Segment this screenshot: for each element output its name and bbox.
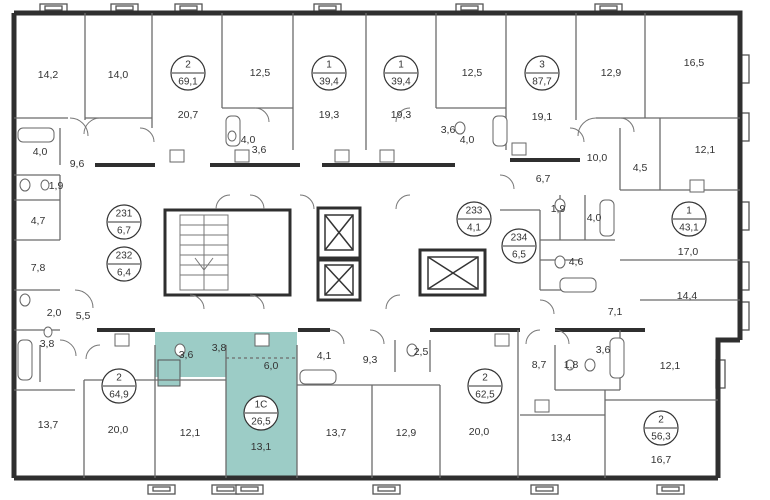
room-area: 12,5 bbox=[462, 67, 483, 79]
room-area: 4,0 bbox=[460, 134, 475, 146]
corridor-walls bbox=[95, 158, 645, 332]
room-area: 20,0 bbox=[108, 424, 129, 436]
room-area: 16,5 bbox=[684, 57, 705, 69]
room-area: 4,7 bbox=[31, 215, 46, 227]
room-area: 3,6 bbox=[252, 144, 267, 156]
room-area: 12,5 bbox=[250, 67, 271, 79]
room-area-labels: 14,2 14,0 20,7 12,5 19,3 19,3 12,5 19,1 … bbox=[31, 57, 716, 466]
room-area: 13,1 bbox=[251, 441, 272, 453]
room-area: 2,5 bbox=[414, 346, 429, 358]
room-area: 3,6 bbox=[179, 349, 194, 361]
room-area: 19,3 bbox=[319, 109, 340, 121]
room-area: 3,6 bbox=[441, 124, 456, 136]
fixture-icons bbox=[19, 121, 705, 413]
room-area: 12,1 bbox=[695, 144, 716, 156]
storage-area: 4,1 bbox=[467, 223, 481, 234]
room-area: 1,9 bbox=[49, 180, 64, 192]
room-area: 6,7 bbox=[536, 173, 551, 185]
room-area: 12,9 bbox=[601, 67, 622, 79]
interior-walls bbox=[14, 13, 740, 478]
room-area: 4,0 bbox=[33, 146, 48, 158]
apartment-area: 56,3 bbox=[651, 432, 671, 443]
room-area: 13,4 bbox=[551, 432, 572, 444]
room-area: 9,6 bbox=[70, 158, 85, 170]
apartment-badge-dividers bbox=[103, 72, 705, 429]
room-area: 3,8 bbox=[40, 338, 55, 350]
apartment-area: 39,4 bbox=[319, 77, 339, 88]
room-area: 19,1 bbox=[532, 111, 553, 123]
room-area: 4,1 bbox=[317, 350, 332, 362]
room-area: 12,9 bbox=[396, 427, 417, 439]
room-area: 3,8 bbox=[212, 342, 227, 354]
apartment-area: 64,9 bbox=[109, 390, 129, 401]
apartment-code: 2 bbox=[658, 415, 664, 426]
apartment-code: 1 bbox=[326, 60, 332, 71]
room-area: 1,9 bbox=[551, 203, 566, 215]
room-area: 1,8 bbox=[564, 359, 579, 371]
exterior-walls bbox=[11, 10, 743, 481]
room-area: 12,1 bbox=[180, 427, 201, 439]
room-area: 14,2 bbox=[38, 69, 59, 81]
stairwell bbox=[179, 214, 229, 291]
storage-code: 232 bbox=[116, 251, 133, 262]
room-area: 7,1 bbox=[608, 306, 623, 318]
room-area: 16,7 bbox=[651, 454, 672, 466]
door-swings bbox=[59, 107, 635, 360]
storage-area: 6,5 bbox=[512, 250, 526, 261]
apartment-code: 1С bbox=[255, 400, 268, 411]
storage-area: 6,4 bbox=[117, 268, 131, 279]
room-area: 17,0 bbox=[678, 246, 699, 258]
room-area: 20,0 bbox=[469, 426, 490, 438]
apartment-code: 3 bbox=[539, 60, 545, 71]
room-area: 5,5 bbox=[76, 310, 91, 322]
room-area: 9,3 bbox=[363, 354, 378, 366]
windows-bottom bbox=[147, 484, 685, 495]
room-area: 8,7 bbox=[532, 359, 547, 371]
room-area: 13,7 bbox=[326, 427, 347, 439]
room-area: 7,8 bbox=[31, 262, 46, 274]
elevator-icon bbox=[324, 214, 479, 296]
room-area: 4,6 bbox=[569, 256, 584, 268]
room-area: 13,7 bbox=[38, 419, 59, 431]
apartment-code: 2 bbox=[185, 60, 191, 71]
room-area: 19,3 bbox=[391, 109, 412, 121]
apartment-badge-labels: 2 69,1 1 39,4 1 39,4 3 87,7 231 6,7 232 … bbox=[109, 60, 699, 443]
apartment-area: 87,7 bbox=[532, 77, 552, 88]
room-area: 14,0 bbox=[108, 69, 129, 81]
apartment-area: 62,5 bbox=[475, 390, 495, 401]
apartment-area: 69,1 bbox=[178, 77, 198, 88]
apartment-code: 2 bbox=[482, 373, 488, 384]
room-area: 6,0 bbox=[264, 360, 279, 372]
room-area: 3,6 bbox=[596, 344, 611, 356]
room-area: 14,4 bbox=[677, 290, 698, 302]
storage-area: 6,7 bbox=[117, 226, 131, 237]
room-area: 12,1 bbox=[660, 360, 681, 372]
storage-code: 231 bbox=[116, 209, 133, 220]
room-area: 2,0 bbox=[47, 307, 62, 319]
room-area: 4,0 bbox=[587, 212, 602, 224]
apartment-area: 43,1 bbox=[679, 223, 699, 234]
room-area: 10,0 bbox=[587, 152, 608, 164]
apartment-code: 1 bbox=[398, 60, 404, 71]
apartment-area: 26,5 bbox=[251, 417, 271, 428]
storage-code: 233 bbox=[466, 206, 483, 217]
apartment-area: 39,4 bbox=[391, 77, 411, 88]
apartment-code: 1 bbox=[686, 206, 692, 217]
bathtub-icons bbox=[17, 115, 625, 385]
apartment-code: 2 bbox=[116, 373, 122, 384]
room-area: 20,7 bbox=[178, 109, 199, 121]
storage-code: 234 bbox=[511, 233, 528, 244]
room-area: 4,5 bbox=[633, 162, 648, 174]
room-area: 4,0 bbox=[241, 134, 256, 146]
